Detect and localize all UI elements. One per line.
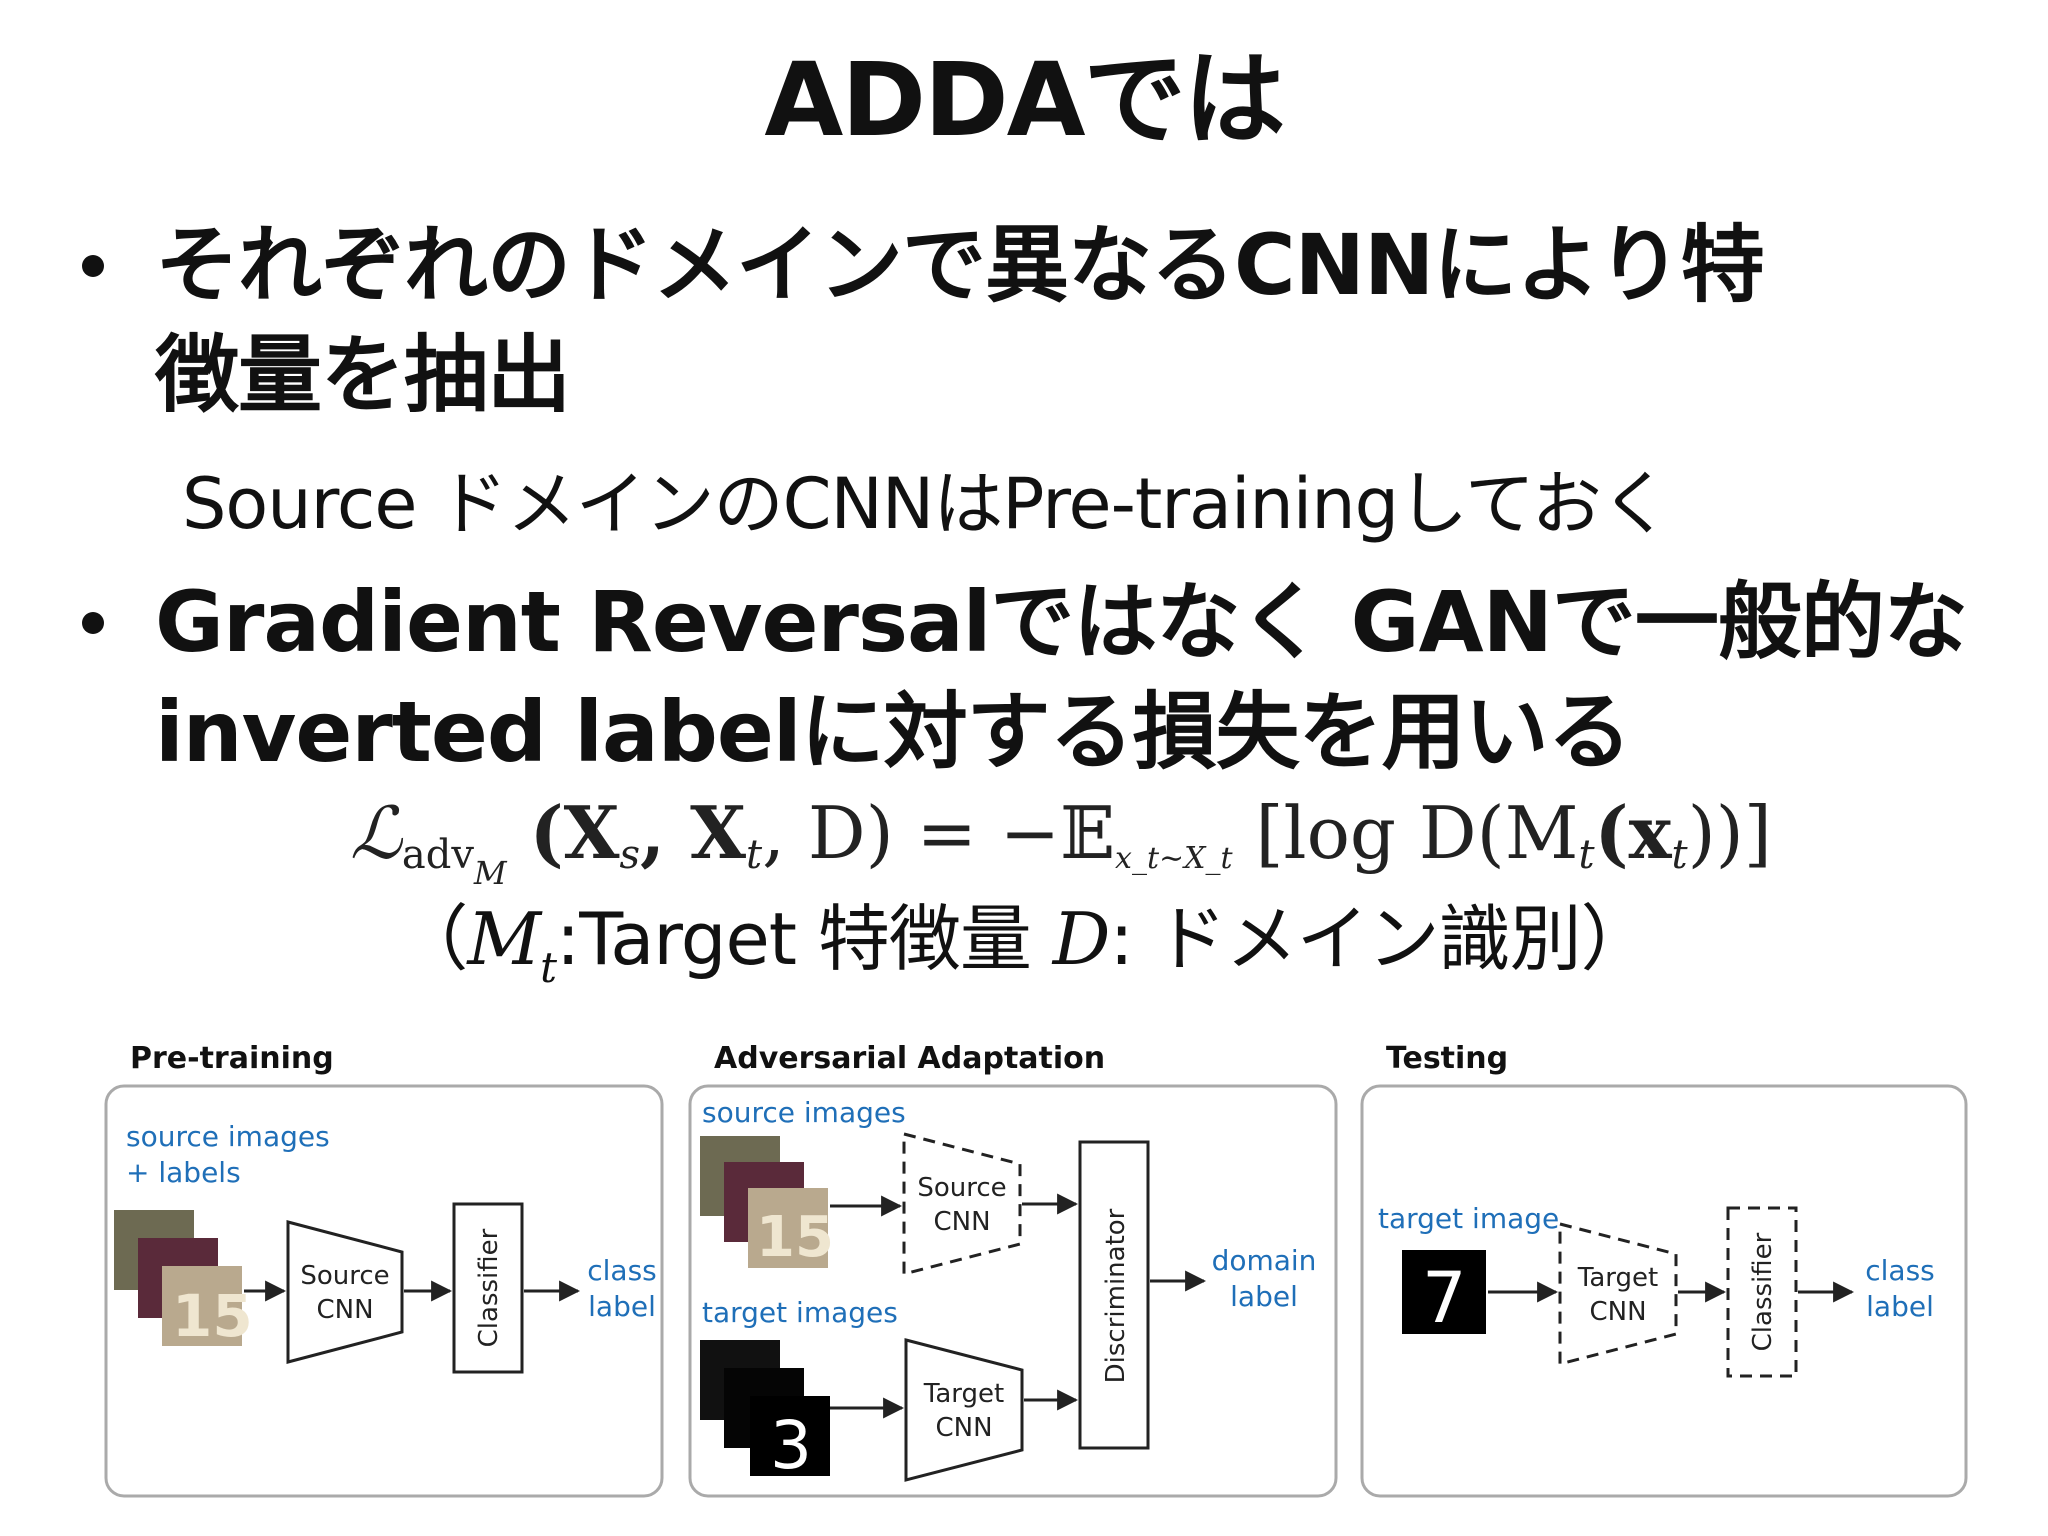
adversarial-target-cnn-line-2: CNN (935, 1413, 992, 1443)
bullet-1-marker (82, 255, 104, 277)
testing-classifier (1726, 1206, 1798, 1378)
pretraining-cnn-line-1: Source (300, 1261, 389, 1291)
pretraining-source-cnn (286, 1220, 404, 1364)
testing-output-1: class (1865, 1254, 1935, 1287)
bullet-2: Gradient Reversalではなく GANで一般的な inverted … (155, 567, 1995, 787)
formula-rhs-mid: (x (1594, 790, 1672, 875)
formula-lhs-symbol: ℒ (350, 791, 402, 875)
formula-lhs-sub: adv (401, 832, 474, 878)
testing-target-image: 7 (1402, 1250, 1486, 1339)
formula-args-mid: , X (640, 790, 747, 875)
adversarial-source-cnn-line-1: Source (917, 1173, 1006, 1203)
formula-args: (X (529, 790, 620, 875)
adversarial-discriminator-label: Discriminator (1101, 1208, 1131, 1383)
sub-note: Source ドメインのCNNはPre-trainingしておく (182, 463, 1671, 545)
caption-open: （ (396, 897, 468, 981)
bullet-2-marker (82, 612, 104, 634)
caption-m: M (467, 897, 541, 981)
slide-title: ADDAでは (764, 41, 1285, 160)
pretraining-classifier (452, 1202, 524, 1374)
formula-rhs-t2: t (1671, 832, 1688, 878)
formula-expectation-sub: x_t∼X_t (1115, 841, 1233, 876)
bullet-1-line-2: 徴量を抽出 (155, 326, 571, 424)
formula-lhs-subsub: M (473, 854, 507, 892)
panel-title-pretraining: Pre-training (130, 1041, 334, 1076)
testing-cnn-line-2: CNN (1589, 1297, 1646, 1327)
caption-d: D (1052, 897, 1111, 981)
panel-adversarial (688, 1084, 1338, 1498)
testing-input-label: target image (1378, 1202, 1559, 1235)
adversarial-source-cnn (902, 1132, 1022, 1276)
adversarial-target-images: 3 (700, 1340, 830, 1484)
bullet-1-line-1: それぞれのドメインで異なるCNNにより特 (155, 216, 1765, 314)
adversarial-output-2: label (1230, 1280, 1298, 1313)
caption-rest: : ドメイン識別） (1109, 897, 1653, 981)
adversarial-target-label: target images (702, 1296, 898, 1329)
testing-target-cnn (1558, 1222, 1678, 1366)
pretraining-input-label-2: + labels (126, 1156, 241, 1189)
svg-text:15: 15 (756, 1205, 834, 1270)
svg-text:15: 15 (172, 1282, 253, 1350)
formula-args-end: , D) = −𝔼 (762, 791, 1116, 875)
adversarial-target-cnn-line-1: Target (923, 1379, 1004, 1409)
caption-target: :Target 特徴量 (555, 897, 1053, 981)
adversarial-source-cnn-line-2: CNN (933, 1207, 990, 1237)
formula-rhs-end: ))] (1687, 791, 1772, 875)
adversarial-source-images: 15 (700, 1136, 834, 1270)
bullet-1: それぞれのドメインで異なるCNNにより特 徴量を抽出 (155, 210, 1995, 430)
pretraining-cnn-line-2: CNN (316, 1295, 373, 1325)
adversarial-source-label: source images (702, 1096, 906, 1129)
bullet-2-line-1: Gradient Reversalではなく GANで一般的な (155, 573, 1968, 671)
caption-m-sub: t (540, 943, 557, 992)
pretraining-input-label-1: source images (126, 1120, 330, 1153)
formula-rhs: [log D(M (1255, 791, 1579, 875)
adda-diagram: Pre-training source images + labels 15 S… (104, 1041, 1968, 1498)
formula-args-t: t (746, 832, 763, 878)
formula-caption: （Mt:Target 特徴量 D: ドメイン識別） (0, 880, 2048, 992)
panel-title-adversarial: Adversarial Adaptation (714, 1041, 1105, 1076)
bullet-2-line-2: inverted labelに対する損失を用いる (155, 683, 1632, 781)
pretraining-classifier-label: Classifier (474, 1228, 504, 1347)
adversarial-discriminator (1078, 1140, 1150, 1450)
adversarial-target-cnn (904, 1338, 1024, 1482)
svg-text:3: 3 (770, 1407, 812, 1484)
testing-classifier-label: Classifier (1748, 1232, 1778, 1351)
testing-output-2: label (1866, 1290, 1934, 1323)
formula-rhs-t: t (1578, 832, 1595, 878)
loss-formula: ℒadvM (Xs, Xt, D) = −𝔼x_t∼X_t [log D(Mt(… (350, 790, 1772, 900)
pretraining-source-images: 15 (114, 1210, 253, 1350)
adversarial-output-1: domain (1212, 1244, 1317, 1277)
svg-text:7: 7 (1422, 1257, 1467, 1339)
pretraining-output-2: label (588, 1290, 656, 1323)
formula-args-s: s (619, 832, 641, 878)
panel-title-testing: Testing (1386, 1041, 1508, 1076)
testing-cnn-line-1: Target (1577, 1263, 1658, 1293)
pretraining-output-1: class (587, 1254, 657, 1287)
